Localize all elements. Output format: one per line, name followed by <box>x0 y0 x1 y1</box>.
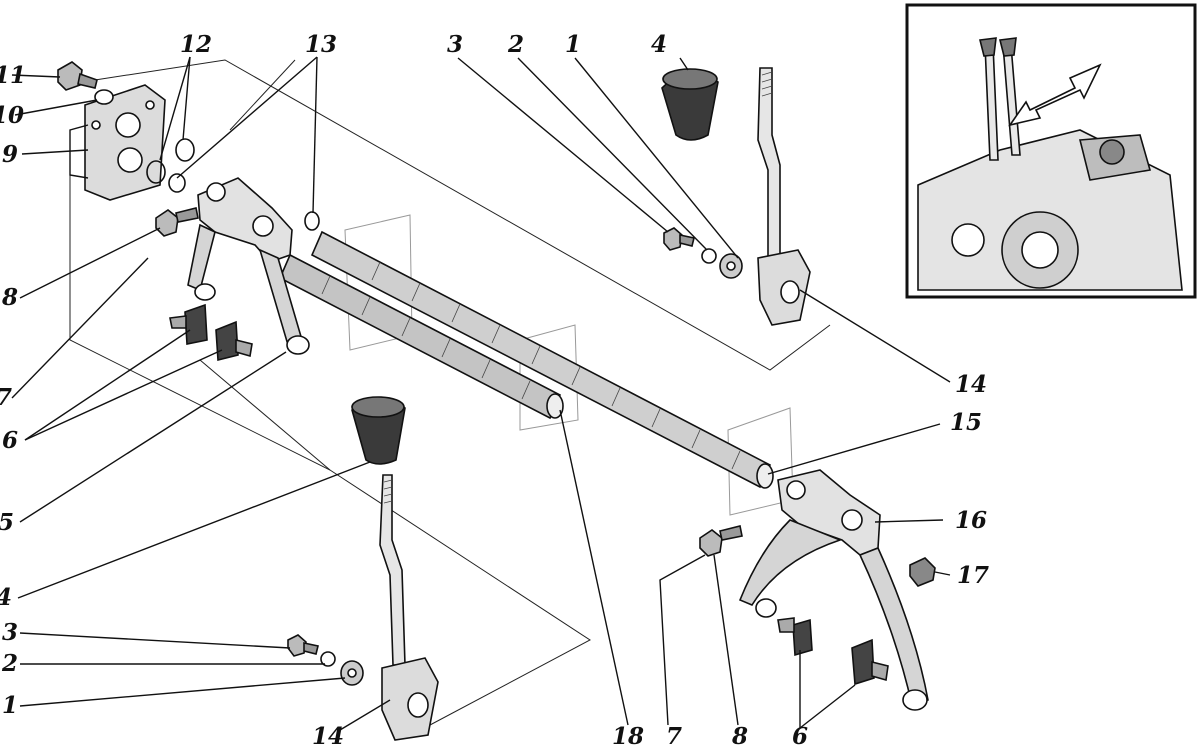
shift-lever-lower <box>379 474 439 741</box>
inset-view <box>905 3 1197 299</box>
plug-17 <box>909 557 936 587</box>
bolt-3-washers-lower <box>287 634 364 686</box>
assembly-lines <box>69 59 831 726</box>
callout-17: 17 <box>957 562 989 589</box>
callout-9: 9 <box>2 141 18 168</box>
callout-6-bottom: 6 <box>792 723 808 746</box>
bolt-11 <box>57 61 98 91</box>
callout-2-left: 2 <box>1 650 18 677</box>
callout-5: 5 <box>0 509 14 536</box>
pads-6-upper <box>169 303 253 362</box>
callout-14-bottom: 14 <box>312 723 344 746</box>
callout-14-right: 14 <box>955 371 987 398</box>
snap-rings-12-13 <box>146 138 320 231</box>
callout-13: 13 <box>305 31 337 58</box>
callout-11: 11 <box>0 62 26 89</box>
bolt-8-upper <box>155 207 199 237</box>
knob-4-lower <box>351 396 406 465</box>
callout-12: 12 <box>180 31 212 58</box>
callout-numbers: 11 10 9 8 7 6 5 4 3 2 1 12 13 3 2 1 4 14… <box>0 31 989 746</box>
callout-3-left: 3 <box>2 619 18 646</box>
washer-10 <box>94 89 114 105</box>
bolt-8-lower <box>699 525 743 557</box>
shaft-18 <box>278 253 564 420</box>
callout-18: 18 <box>612 723 644 746</box>
shift-fork-upper <box>187 177 310 355</box>
callout-6-left: 6 <box>2 427 18 454</box>
callout-4-left: 4 <box>0 584 12 611</box>
callout-7-bottom: 7 <box>666 723 682 746</box>
pads-6-lower <box>777 617 889 686</box>
shift-fork-16 <box>738 469 929 711</box>
callout-8-left: 8 <box>1 284 18 311</box>
callout-8-bottom: 8 <box>731 723 748 746</box>
callout-10: 10 <box>0 102 24 129</box>
bolt-3-washers-upper <box>663 227 743 279</box>
callout-3-top: 3 <box>447 31 463 58</box>
callout-7-left: 7 <box>0 384 12 411</box>
knob-4-upper <box>661 68 719 141</box>
callout-1-left: 1 <box>2 692 18 719</box>
callout-15: 15 <box>950 409 982 436</box>
leader-lines <box>11 56 951 731</box>
shaft-15 <box>310 230 774 489</box>
flange-plate-9 <box>84 84 166 201</box>
callout-2-top: 2 <box>507 31 524 58</box>
shift-lever-upper <box>757 67 811 326</box>
callout-1-top: 1 <box>565 31 581 58</box>
callout-16: 16 <box>955 507 987 534</box>
callout-4-top: 4 <box>651 31 667 58</box>
